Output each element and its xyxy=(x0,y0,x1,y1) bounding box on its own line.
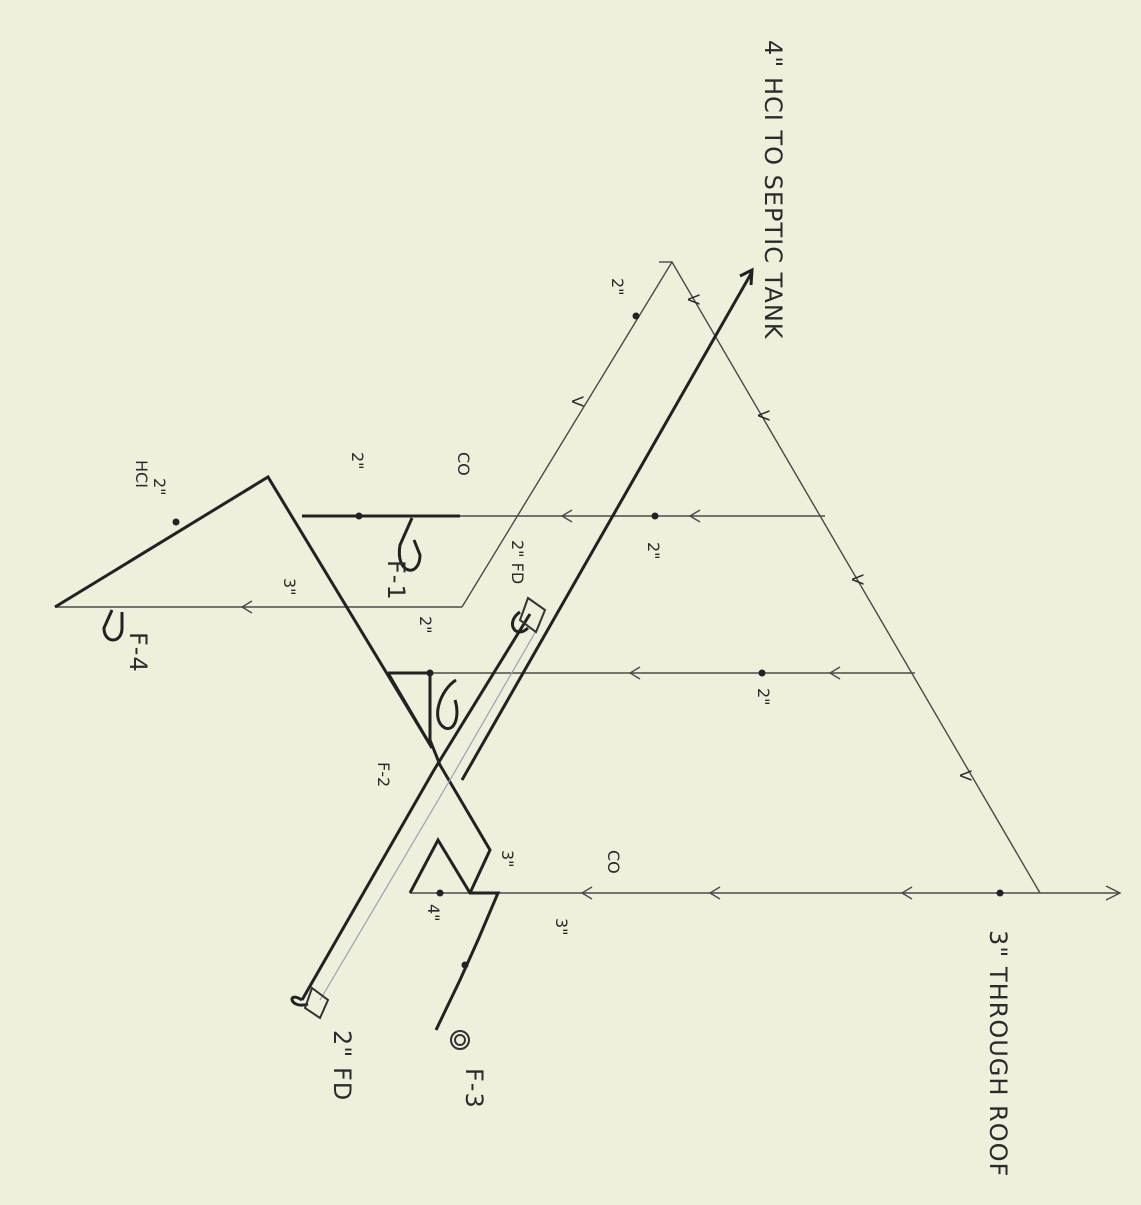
label-size-3c: 3" xyxy=(552,918,571,936)
label-fd-bottom: 2" FD xyxy=(328,1030,356,1101)
label-hci-size: 2" xyxy=(150,478,169,496)
fd-top-trap xyxy=(511,610,530,634)
fd-pipe-inner xyxy=(319,623,541,1001)
size-markers xyxy=(172,312,1004,969)
vent-marks: V V V V V xyxy=(568,294,975,781)
label-co-top: CO xyxy=(454,452,473,476)
svg-text:V: V xyxy=(684,294,703,305)
label-septic: 4" HCI TO SEPTIC TANK xyxy=(759,40,787,340)
f2-trap xyxy=(436,678,459,731)
vent-flow-arrows xyxy=(240,509,913,900)
label-size-2b: 2" xyxy=(348,452,367,470)
roof-arrow-head xyxy=(1105,885,1122,901)
label-fd-top: 2" FD xyxy=(508,540,527,584)
vent-triangle xyxy=(461,260,1041,894)
label-size-2a: 2" xyxy=(608,278,627,296)
svg-text:V: V xyxy=(568,396,587,407)
svg-text:V: V xyxy=(848,574,867,585)
label-size-2c: 2" xyxy=(644,542,663,560)
label-roof: 3" THROUGH ROOF xyxy=(984,930,1012,1177)
label-co-bottom: CO xyxy=(604,850,623,874)
label-size-4: 4" xyxy=(424,904,443,922)
label-f1: F-1 xyxy=(382,560,410,601)
f2-horizontal xyxy=(386,672,434,749)
f3-branch xyxy=(408,836,501,1031)
label-f4: F-4 xyxy=(124,632,152,673)
fd-bottom-box xyxy=(303,986,330,1020)
f4-trap xyxy=(102,609,124,642)
fd-bottom-trap xyxy=(290,995,309,1007)
septic-arrow-head xyxy=(739,267,754,286)
f2-branch xyxy=(388,671,492,894)
fd-top-box xyxy=(518,596,547,634)
svg-text:V: V xyxy=(754,410,773,421)
f3-fixture xyxy=(450,1030,470,1050)
label-size-2e: 2" xyxy=(754,688,773,706)
label-size-2d: 2" xyxy=(416,616,435,634)
f1-trap xyxy=(397,517,422,572)
label-hci: HCI xyxy=(132,460,151,488)
label-f3: F-3 xyxy=(460,1068,488,1109)
hci-zigzag xyxy=(54,474,434,749)
fd-pipe-outer xyxy=(300,613,532,1001)
label-size-3b: 3" xyxy=(498,850,517,868)
main-drain-to-septic xyxy=(460,271,754,781)
label-f2: F-2 xyxy=(374,762,393,787)
svg-text:V: V xyxy=(956,770,975,781)
label-size-3a: 3" xyxy=(280,578,299,596)
